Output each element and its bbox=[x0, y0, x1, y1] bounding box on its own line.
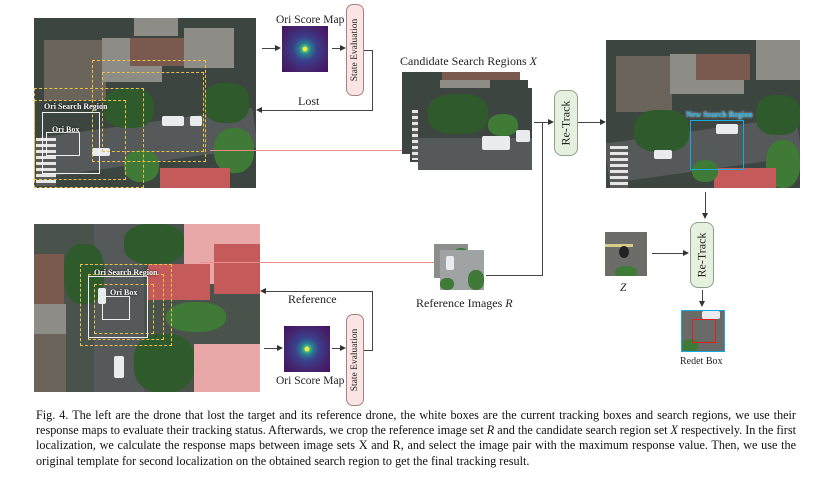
top-score-map-label: Ori Score Map bbox=[276, 14, 345, 26]
redet-box-image bbox=[681, 310, 725, 352]
new-search-region-box bbox=[690, 120, 744, 170]
ori-search-region-box bbox=[42, 112, 100, 174]
redet-box-label: Redet Box bbox=[680, 356, 723, 367]
top-score-map bbox=[282, 26, 328, 72]
arrow-new-to-retrack2 bbox=[705, 192, 706, 214]
arrow-head bbox=[702, 213, 708, 219]
template-z-image bbox=[605, 232, 647, 276]
ori-box-label: Ori Box bbox=[52, 125, 80, 134]
arrow-image-to-score-map bbox=[264, 348, 278, 349]
retrack-label-1: Re-Track bbox=[558, 100, 573, 146]
top-state-evaluation-box: State Evaluation bbox=[346, 4, 364, 96]
lost-label: Lost bbox=[298, 94, 320, 108]
arrow-score-to-state bbox=[332, 48, 342, 49]
figure-caption: Fig. 4. The left are the drone that lost… bbox=[36, 408, 796, 468]
ori-box-label: Ori Box bbox=[110, 288, 138, 297]
arrow-score-to-state bbox=[332, 348, 342, 349]
reference-images-label: Reference Images R bbox=[416, 296, 513, 310]
ori-box bbox=[102, 296, 130, 320]
arrow-candidates-to-retrack bbox=[534, 122, 549, 123]
arrow-head bbox=[600, 119, 606, 125]
arrow-retrack2-to-redet bbox=[702, 290, 703, 302]
arrow-head bbox=[340, 45, 346, 51]
reference-connector bbox=[364, 350, 372, 351]
arrow-head bbox=[256, 107, 262, 113]
new-search-region-label: New Search Region bbox=[686, 110, 753, 119]
candidate-image-1 bbox=[418, 88, 532, 170]
bottom-state-evaluation-box: State Evaluation bbox=[346, 314, 364, 406]
ori-box bbox=[46, 132, 80, 156]
reference-connector bbox=[266, 291, 373, 292]
bottom-state-evaluation-label: State Evaluation bbox=[350, 328, 360, 392]
bottom-score-map-label: Ori Score Map bbox=[276, 375, 345, 387]
arrow-z-to-retrack2 bbox=[652, 253, 684, 254]
reference-connector bbox=[542, 122, 543, 276]
arrow-head bbox=[260, 288, 266, 294]
lost-connector bbox=[372, 50, 373, 111]
candidate-search-regions-label: Candidate Search Regions X bbox=[400, 54, 537, 68]
redet-box bbox=[692, 319, 716, 343]
reference-image-1 bbox=[440, 250, 484, 290]
z-label: Z bbox=[620, 282, 627, 294]
arrow-head bbox=[340, 345, 346, 351]
bottom-score-map bbox=[284, 326, 330, 372]
retrack-box-1: Re-Track bbox=[554, 90, 578, 156]
lost-drone-image: Ori Search Region Ori Box bbox=[34, 18, 256, 188]
arrow-head bbox=[277, 345, 283, 351]
ori-search-region-label: Ori Search Region bbox=[44, 102, 108, 111]
lost-connector bbox=[364, 50, 372, 51]
correspondence-line-bottom bbox=[200, 262, 436, 263]
arrow-head bbox=[699, 301, 705, 307]
lost-connector bbox=[262, 110, 373, 111]
new-search-region-image: New Search Region bbox=[606, 40, 800, 188]
correspondence-line-top bbox=[210, 150, 410, 151]
arrow-head bbox=[275, 45, 281, 51]
arrow-head bbox=[548, 119, 554, 125]
ori-search-region-box bbox=[88, 276, 148, 338]
retrack-box-2: Re-Track bbox=[690, 222, 714, 288]
arrow-image-to-score-map bbox=[262, 48, 276, 49]
reference-connector bbox=[372, 291, 373, 351]
reference-drone-image: Ori Search Region Ori Box bbox=[34, 224, 260, 392]
reference-connector bbox=[486, 275, 543, 276]
retrack-label-2: Re-Track bbox=[694, 232, 709, 278]
reference-label: Reference bbox=[288, 292, 337, 306]
top-state-evaluation-label: State Evaluation bbox=[350, 18, 360, 82]
arrow-retrack-to-new bbox=[578, 122, 602, 123]
ori-search-region-label: Ori Search Region bbox=[94, 268, 158, 277]
arrow-head bbox=[683, 250, 689, 256]
